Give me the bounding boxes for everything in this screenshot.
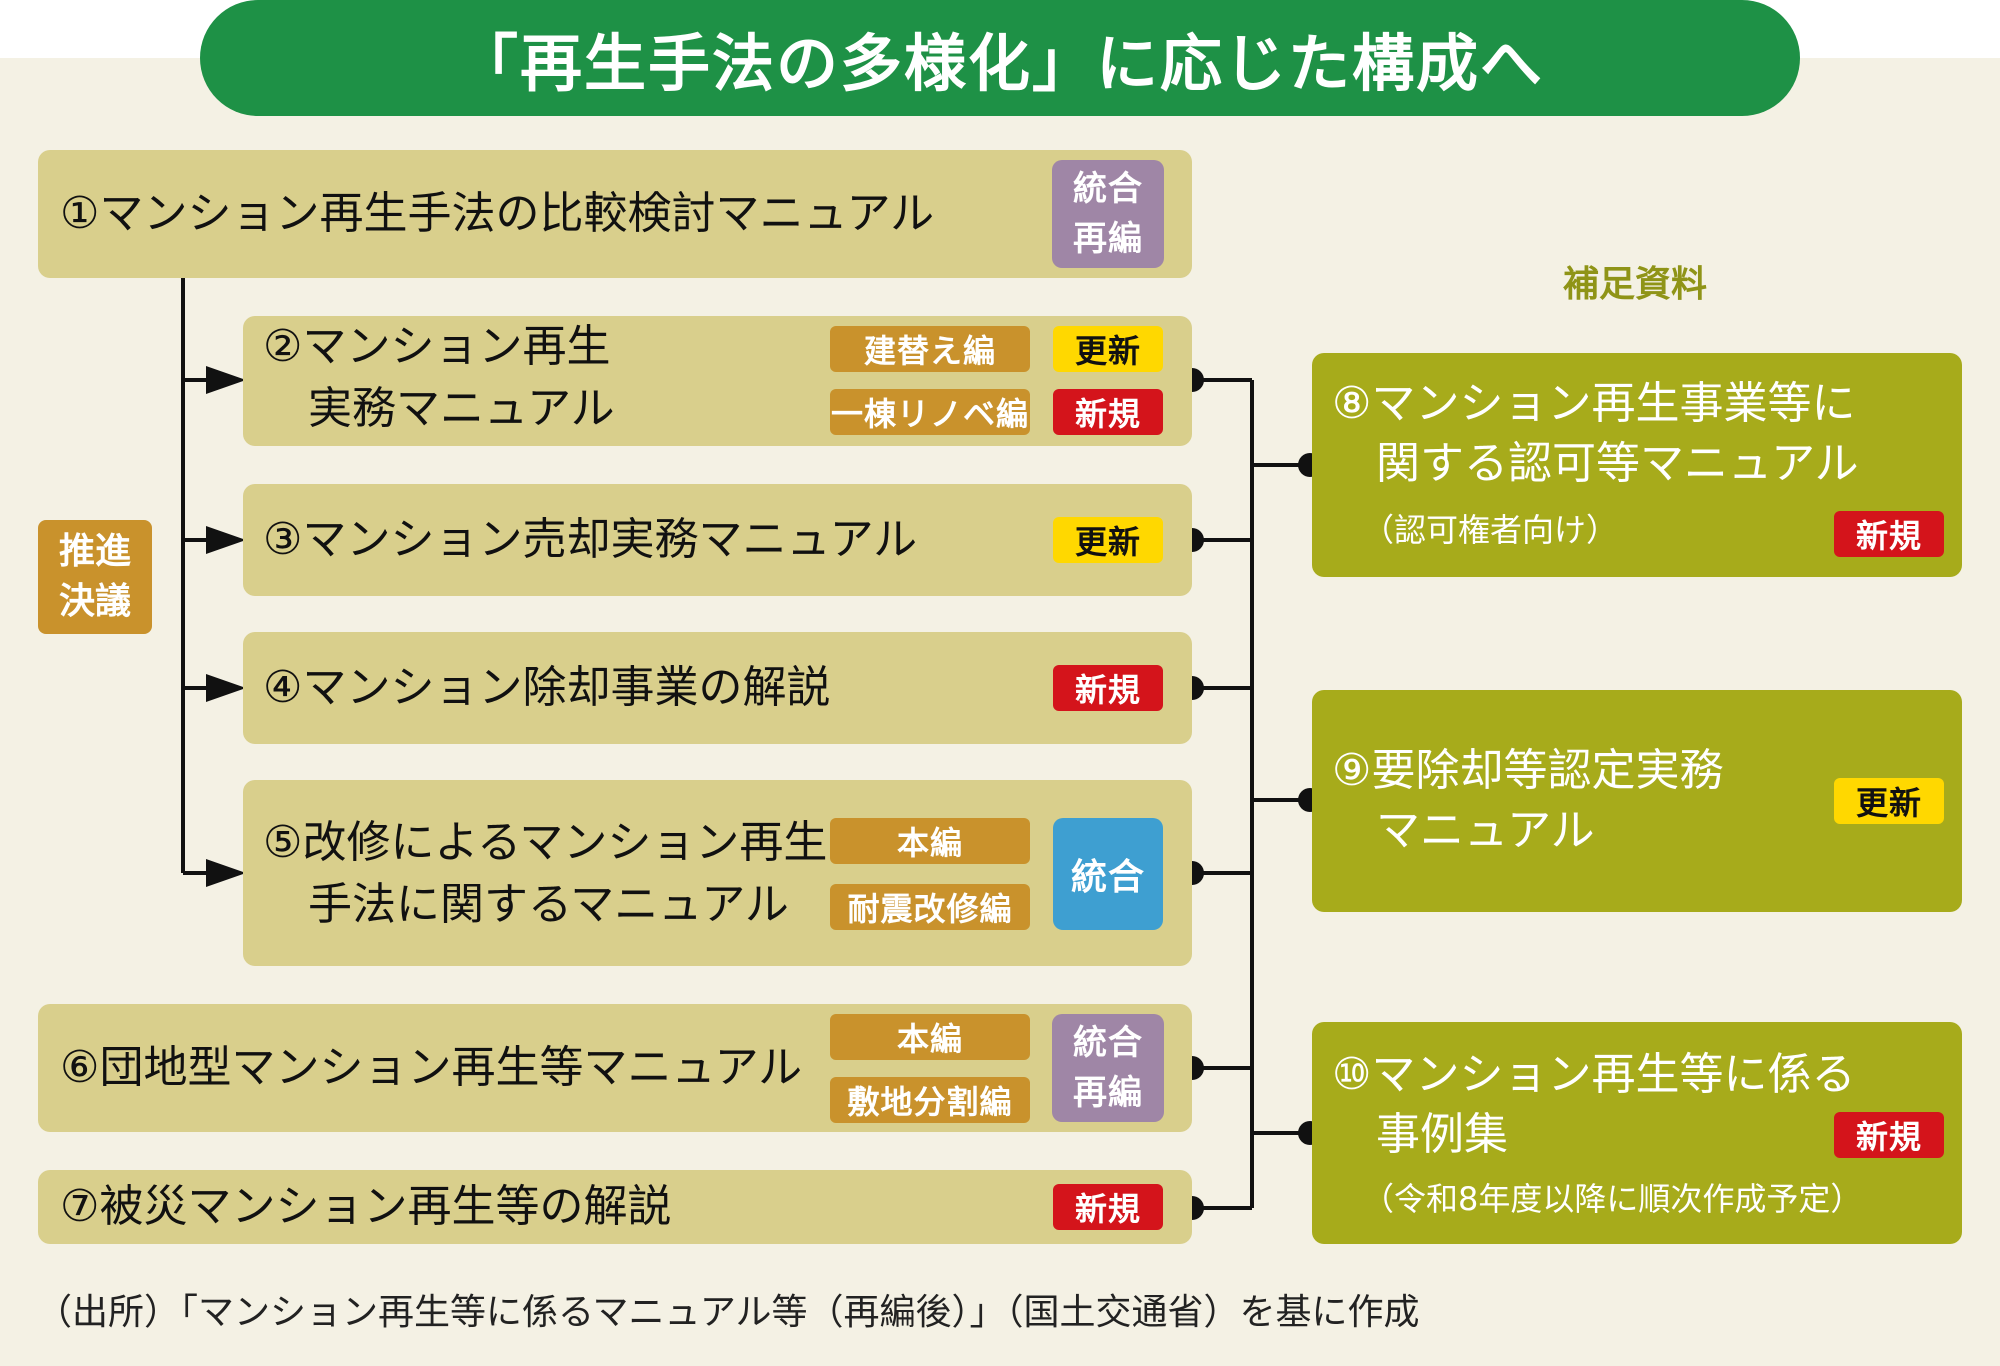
supplement-9-title-line-1: ⑨要除却等認定実務 — [1332, 745, 1724, 796]
promotion-resolution-label: 推進 決議 — [38, 520, 152, 634]
manual-box-4: ④マンション除却事業の解説 新規 — [243, 632, 1192, 744]
arrow-to-manual-2 — [183, 366, 246, 394]
manual-2-status-update: 更新 — [1053, 326, 1163, 372]
manual-1-status-badge: 統合 再編 — [1052, 160, 1164, 268]
manual-box-1: ①マンション再生手法の比較検討マニュアル 統合 再編 — [38, 150, 1192, 278]
supplement-box-8: ⑧マンション再生事業等に 関する認可等マニュアル （認可権者向け） 新規 — [1312, 353, 1962, 577]
manual-3-status-update: 更新 — [1053, 517, 1163, 563]
manual-1-status-line-1: 統合 — [1073, 169, 1143, 209]
manual-6-tag-main: 本編 — [830, 1014, 1030, 1060]
source-footnote: （出所）「マンション再生等に係るマニュアル等（再編後）」（国土交通省）を基に作成 — [36, 1292, 1420, 1333]
supplement-box-9: ⑨要除却等認定実務 マニュアル 更新 — [1312, 690, 1962, 912]
manual-6-status-line-1: 統合 — [1073, 1023, 1143, 1063]
supplement-9-title-line-2: マニュアル — [1376, 805, 1595, 856]
supplement-box-10: ⑩マンション再生等に係る 事例集 （令和8年度以降に順次作成予定） 新規 — [1312, 1022, 1962, 1244]
arrow-to-manual-4 — [183, 674, 246, 702]
supplement-9-status-update: 更新 — [1834, 778, 1944, 824]
manual-box-2: ②マンション再生 実務マニュアル 建替え編 一棟リノベ編 更新 新規 — [243, 316, 1192, 446]
manual-2-tag-rebuild: 建替え編 — [830, 326, 1030, 372]
supplement-10-note: （令和8年度以降に順次作成予定） — [1362, 1180, 1863, 1218]
manual-2-tag-renovation: 一棟リノベ編 — [830, 389, 1030, 435]
manual-1-status-line-2: 再編 — [1073, 219, 1143, 259]
manual-1-title: ①マンション再生手法の比較検討マニュアル — [60, 188, 935, 239]
manual-4-title: ④マンション除却事業の解説 — [263, 662, 831, 713]
supplement-10-title-line-1: ⑩マンション再生等に係る — [1332, 1049, 1856, 1100]
supplement-10-status-new: 新規 — [1834, 1112, 1944, 1158]
supplement-heading: 補足資料 — [1562, 264, 1707, 305]
arrow-to-manual-3 — [183, 526, 246, 554]
manual-6-title: ⑥団地型マンション再生等マニュアル — [60, 1042, 803, 1093]
supplement-8-status-new: 新規 — [1834, 511, 1944, 557]
page-title: 「再生手法の多様化」に応じた構成へ — [200, 0, 1800, 116]
manual-5-title-line-1: ⑤改修によるマンション再生 — [263, 817, 828, 868]
manual-5-tag-main: 本編 — [830, 818, 1030, 864]
manual-box-6: ⑥団地型マンション再生等マニュアル 本編 敷地分割編 統合 再編 — [38, 1004, 1192, 1132]
manual-7-status-new: 新規 — [1053, 1184, 1163, 1230]
supplement-10-title-line-2: 事例集 — [1376, 1109, 1508, 1160]
manual-2-title-line-1: ②マンション再生 — [263, 321, 611, 372]
manual-5-status-integrated: 統合 — [1053, 818, 1163, 930]
manual-2-status-new: 新規 — [1053, 389, 1163, 435]
manual-6-status-badge: 統合 再編 — [1052, 1014, 1164, 1122]
manual-5-tag-seismic: 耐震改修編 — [830, 884, 1030, 930]
supplement-8-title-line-2: 関する認可等マニュアル — [1376, 438, 1859, 489]
manual-6-status-line-2: 再編 — [1073, 1073, 1143, 1113]
supplement-8-title-line-1: ⑧マンション再生事業等に — [1332, 378, 1856, 429]
manual-box-5: ⑤改修によるマンション再生 手法に関するマニュアル 本編 耐震改修編 統合 — [243, 780, 1192, 966]
manual-6-tag-site-division: 敷地分割編 — [830, 1077, 1030, 1123]
manual-3-title: ③マンション売却実務マニュアル — [263, 514, 918, 565]
manual-2-title-line-2: 実務マニュアル — [308, 383, 615, 434]
side-label-line-1: 推進 — [58, 531, 131, 572]
manual-4-status-new: 新規 — [1053, 665, 1163, 711]
side-label-line-2: 決議 — [58, 581, 131, 622]
manual-7-title: ⑦被災マンション再生等の解説 — [60, 1181, 672, 1232]
manual-5-title-line-2: 手法に関するマニュアル — [308, 879, 789, 930]
arrow-to-manual-5 — [183, 859, 246, 887]
manual-box-3: ③マンション売却実務マニュアル 更新 — [243, 484, 1192, 596]
supplement-8-note: （認可権者向け） — [1362, 511, 1619, 549]
manual-box-7: ⑦被災マンション再生等の解説 新規 — [38, 1170, 1192, 1244]
